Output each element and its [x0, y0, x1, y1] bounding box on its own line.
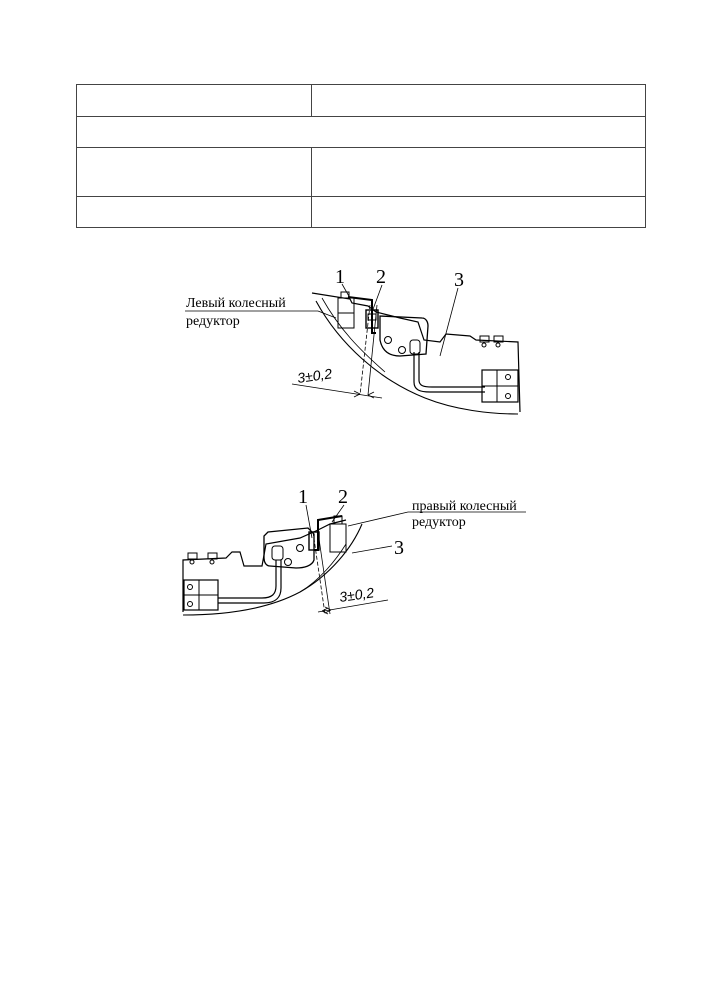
right-callout-2: 2: [338, 486, 348, 508]
table-row: [76, 116, 646, 148]
table-row: [76, 196, 646, 228]
right-callout-1: 1: [298, 486, 308, 508]
right-label-line1: правый колесный: [412, 499, 517, 514]
table-cell: [311, 196, 646, 228]
right-reducer-drawing: [182, 504, 526, 616]
left-callout-3: 3: [454, 269, 464, 291]
left-label-line2: редуктор: [186, 314, 240, 329]
left-callout-1: 1: [335, 266, 345, 288]
left-callout-2: 2: [376, 266, 386, 288]
right-callout-3: 3: [394, 537, 404, 559]
left-reducer-drawing: [185, 283, 521, 415]
document-table: [76, 84, 646, 228]
right-label-line2: редуктор: [412, 515, 466, 530]
table-cell: [76, 196, 312, 228]
right-dimension: 3±0,2: [338, 584, 375, 605]
left-label-line1: Левый колесный: [186, 296, 286, 311]
table-cell: [76, 116, 646, 148]
left-dimension: 3±0,2: [296, 365, 333, 386]
